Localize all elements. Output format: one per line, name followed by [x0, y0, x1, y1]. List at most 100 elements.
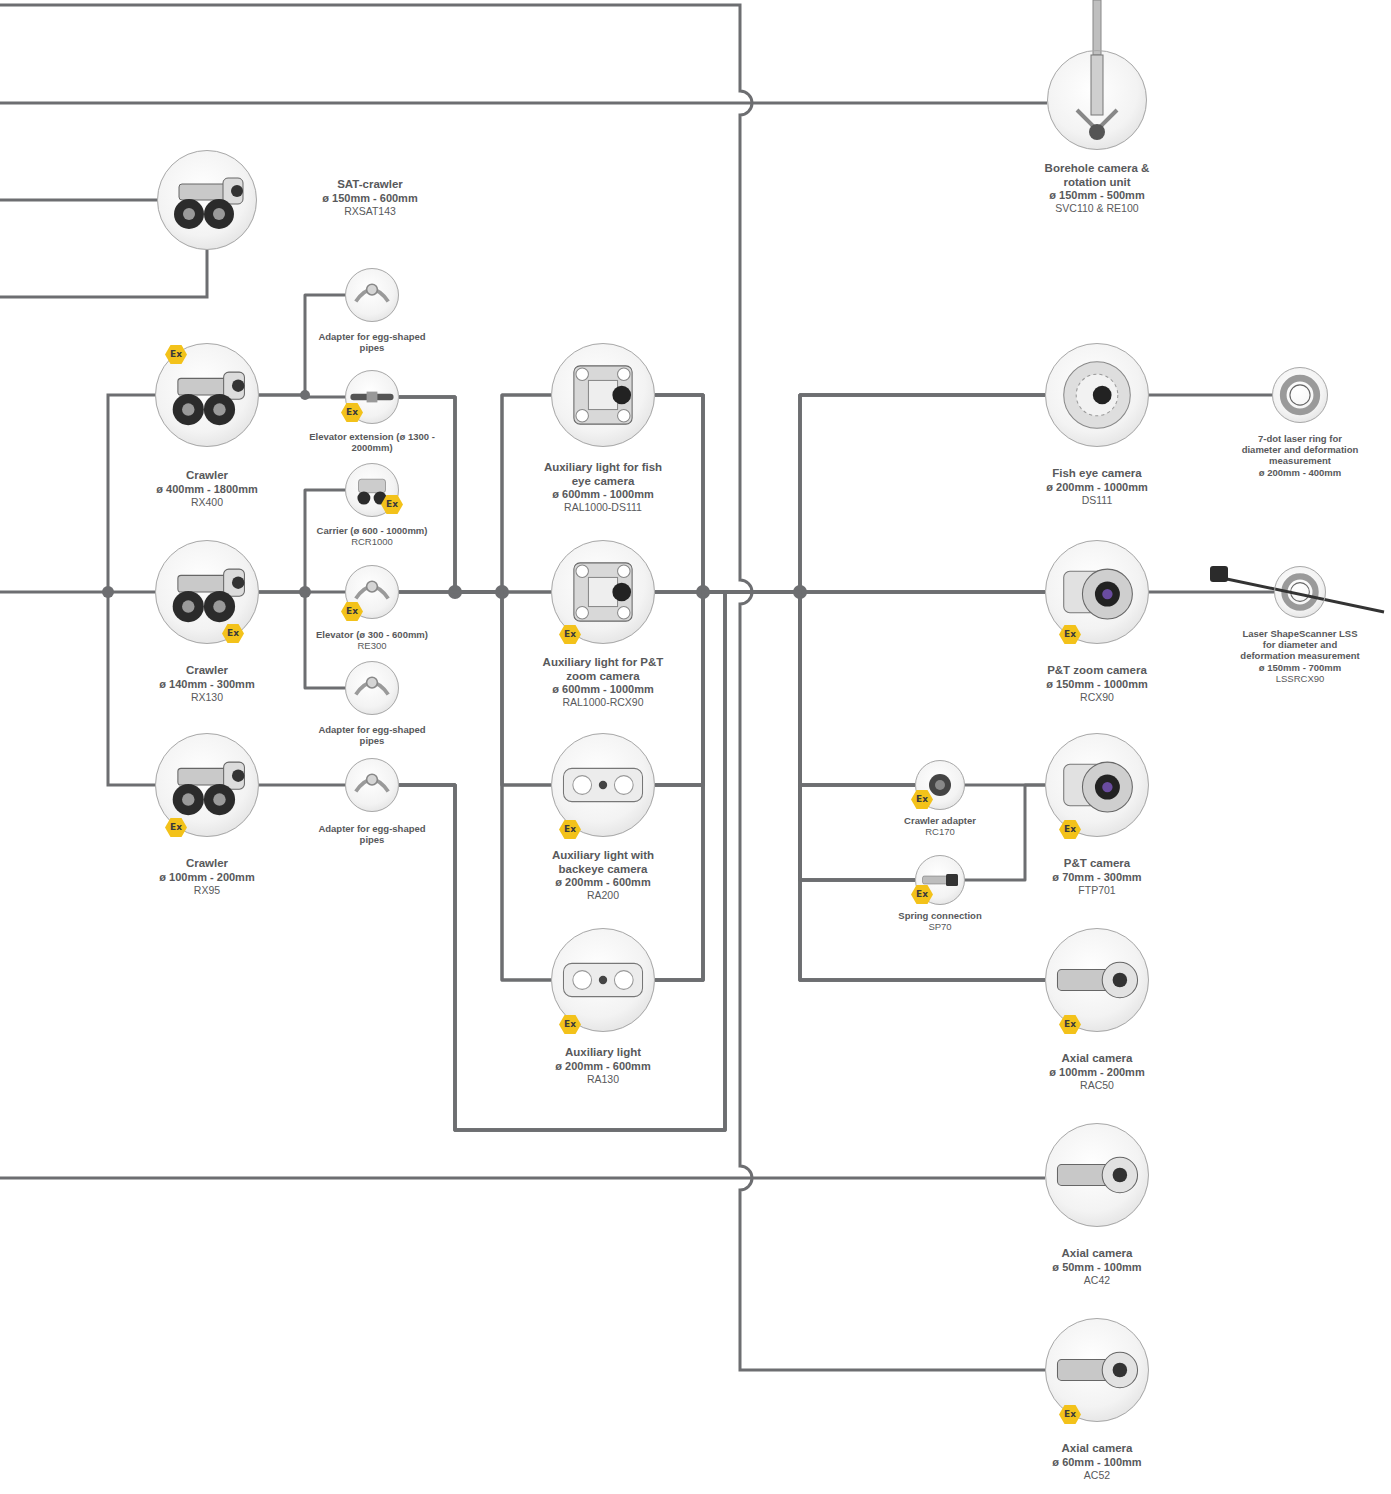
label-text: P&T zoom camera: [1032, 664, 1162, 678]
wire: [0, 1177, 1045, 1180]
connector: [655, 592, 915, 880]
connector: [655, 395, 915, 880]
label-text: ø 400mm - 1800mm: [142, 483, 272, 496]
ex-badge: Ex: [341, 602, 363, 621]
circle-grounds: [155, 50, 1328, 1422]
camera-picture: [1064, 762, 1133, 812]
circle-ground: [1045, 733, 1149, 837]
ex-badge: Ex: [165, 345, 187, 364]
crawler-picture: [173, 372, 245, 425]
label-text: P&T camera: [1038, 857, 1156, 871]
ex-badge: Ex: [559, 820, 581, 839]
label-text: ø 150mm - 700mm: [1238, 662, 1362, 673]
connector: [399, 397, 551, 592]
node-circle: [1274, 566, 1326, 618]
label-text: Auxiliary light for P&T zoom camera: [536, 656, 670, 683]
connector: [399, 395, 551, 592]
circle-ground: [1047, 50, 1147, 150]
node-label: Axial cameraø 60mm - 100mmAC52: [1032, 1442, 1162, 1481]
product-node: Fish eye cameraø 200mm - 1000mmDS111: [1045, 343, 1149, 447]
elevator-picture: [350, 392, 393, 403]
node-circle: [1045, 540, 1149, 644]
label-text: Crawler: [142, 857, 272, 871]
ex-badge: Ex: [559, 1015, 581, 1034]
label-text: SAT-crawler: [305, 178, 435, 192]
laser-scanner-head: [1210, 566, 1228, 582]
connector: [399, 592, 1045, 1130]
label-text: RAL1000-DS111: [536, 501, 670, 513]
connector: [655, 395, 1045, 592]
circle-ground: [1045, 928, 1149, 1032]
connector: [399, 395, 1045, 1130]
label-text: RA130: [536, 1073, 670, 1085]
connector: [655, 395, 915, 785]
label-text: Crawler: [142, 469, 272, 483]
product-node: Crawlerø 140mm - 300mmRX130: [155, 540, 259, 644]
camera-picture: [1064, 569, 1133, 619]
label-text: ø 140mm - 300mm: [142, 678, 272, 691]
node-circle: [345, 268, 399, 322]
node-label: P&T zoom cameraø 150mm - 1000mmRCX90: [1032, 664, 1162, 703]
product-node: P&T cameraø 70mm - 300mmFTP701: [1045, 733, 1149, 837]
node-label: P&T cameraø 70mm - 300mmFTP701: [1038, 857, 1156, 896]
connector: [1149, 394, 1272, 397]
connector: [259, 490, 345, 592]
connector: [655, 592, 915, 785]
connector: [655, 395, 1045, 785]
product-node: Adapter for egg-shaped pipes: [345, 758, 399, 812]
node-label: Auxiliary light with backeye cameraø 200…: [536, 849, 670, 901]
product-node: Auxiliary light for fish eye cameraø 600…: [551, 343, 655, 447]
node-circle: [155, 540, 259, 644]
node-label: Crawlerø 400mm - 1800mmRX400: [142, 469, 272, 508]
light-picture: [563, 768, 642, 801]
connector: [655, 395, 1045, 980]
label-text: Axial camera: [1032, 1247, 1162, 1261]
label-text: RX400: [142, 496, 272, 508]
product-node: Axial cameraø 100mm - 200mmRAC50: [1045, 928, 1149, 1032]
adapter-picture: [356, 284, 388, 301]
node-circle: [1047, 50, 1147, 150]
wire: [0, 5, 1045, 1370]
label-text: RCR1000: [308, 536, 436, 547]
label-text: Spring connection: [890, 910, 990, 921]
label-text: Adapter for egg-shaped pipes: [308, 823, 436, 845]
label-text: Adapter for egg-shaped pipes: [308, 331, 436, 353]
ex-badge: Ex: [911, 790, 933, 809]
product-node: 7-dot laser ring for diameter and deform…: [1272, 367, 1328, 423]
node-circle: [1045, 343, 1149, 447]
node-label: Laser ShapeScanner LSS for diameter and …: [1238, 628, 1362, 684]
connector: [655, 395, 1045, 592]
node-circle: [1045, 1318, 1149, 1422]
label-text: LSSRCX90: [1238, 673, 1362, 684]
circle-ground: [157, 150, 257, 250]
label-text: ø 60mm - 100mm: [1032, 1456, 1162, 1469]
wire: [0, 102, 1047, 105]
node-label: Auxiliary lightø 200mm - 600mmRA130: [536, 1046, 670, 1085]
connector: [399, 592, 551, 785]
product-pictures: [173, 0, 1384, 1388]
circle-ground: [1045, 540, 1149, 644]
label-text: RXSAT143: [305, 205, 435, 217]
circle-ground: [1045, 1318, 1149, 1422]
connector: [655, 395, 1045, 592]
connector: [655, 592, 915, 880]
borehole-rod: [1093, 0, 1101, 55]
connector: [655, 592, 915, 785]
node-circle: [345, 661, 399, 715]
label-text: ø 600mm - 1000mm: [536, 683, 670, 696]
label-text: ø 200mm - 400mm: [1238, 467, 1362, 478]
label-text: Crawler adapter: [890, 815, 990, 826]
circle-ground: [345, 758, 399, 812]
circle-ground: [155, 343, 259, 447]
connector: [399, 592, 915, 1130]
node-circle: [345, 758, 399, 812]
node-label: Adapter for egg-shaped pipes: [308, 724, 436, 746]
label-text: RAC50: [1032, 1079, 1162, 1091]
light-picture: [563, 963, 642, 996]
label-text: Laser ShapeScanner LSS for diameter and …: [1238, 628, 1362, 662]
circle-ground: [155, 540, 259, 644]
label-text: Auxiliary light: [536, 1046, 670, 1060]
laser-scanner-arm: [1222, 578, 1384, 612]
